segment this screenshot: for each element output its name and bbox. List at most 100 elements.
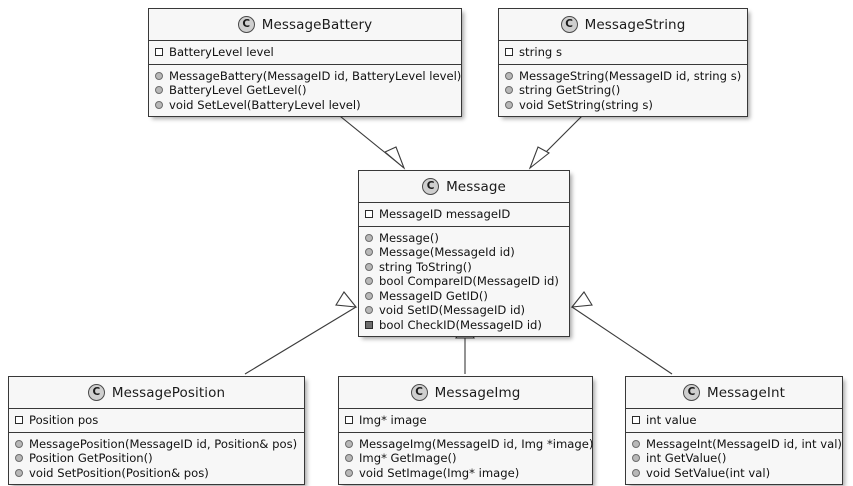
field-row: Position pos [9,413,304,428]
method-text: MessageBattery(MessageID id, BatteryLeve… [169,68,462,83]
method-row: bool CheckID(MessageID id) [359,318,569,333]
field-row: BatteryLevel level [149,45,461,60]
arrowhead-message-string [528,146,550,170]
class-methods-message-string: MessageString(MessageID id, string s) st… [499,64,747,116]
class-fields-message-int: int value [626,409,842,433]
class-badge-icon: C [422,178,440,195]
class-box-message-img[interactable]: C MessageImg Img* image MessageImg(Messa… [338,376,593,485]
method-text: void SetValue(int val) [646,465,771,480]
class-badge-icon: C [560,16,578,33]
field-row: int value [626,413,842,428]
public-method-icon [155,86,163,95]
class-box-message-string[interactable]: C MessageString string s MessageString(M… [498,8,748,117]
class-methods-message-img: MessageImg(MessageID id, Img *image) Img… [339,432,594,484]
class-methods-message-battery: MessageBattery(MessageID id, BatteryLeve… [149,64,462,116]
method-row: void SetID(MessageID id) [359,303,569,318]
public-method-icon [15,439,23,448]
method-text: MessagePosition(MessageID id, Position& … [29,436,298,451]
method-row: int GetValue() [626,451,842,466]
private-field-icon [155,48,163,57]
class-title-message-position: C MessagePosition [9,377,304,409]
public-method-icon [365,248,373,257]
method-row: string GetString() [499,83,747,98]
arrowhead-message-position [335,291,358,308]
method-text: int GetValue() [646,451,727,465]
public-method-icon [365,277,373,286]
class-badge-icon: C [87,384,105,401]
field-row: string s [499,45,747,60]
method-row: bool CompareID(MessageID id) [359,274,569,289]
method-text: bool CheckID(MessageID id) [379,317,542,332]
method-text: MessageImg(MessageID id, Img *image) [359,436,594,451]
method-text: void SetImage(Img* image) [359,465,520,480]
arrowhead-message-battery [383,146,406,170]
edge-message-battery-to-message [329,107,405,169]
method-text: void SetString(string s) [519,97,653,112]
class-fields-message-string: string s [499,41,747,65]
class-methods-message: Message() Message(MessageId id) string T… [359,226,569,336]
class-name: MessageBattery [261,16,373,33]
field-text: BatteryLevel level [169,45,274,59]
class-name: MessageInt [707,384,785,401]
method-text: void SetPosition(Position& pos) [29,465,209,480]
class-badge-icon: C [683,384,700,401]
class-fields-message-battery: BatteryLevel level [149,41,461,65]
method-text: void SetLevel(BatteryLevel level) [169,97,361,112]
method-row: Message(MessageId id) [359,245,569,260]
class-badge-icon: C [237,16,255,33]
method-row: void SetPosition(Position& pos) [9,466,304,481]
public-method-icon [155,100,163,109]
public-method-icon [365,291,373,300]
method-text: Message() [379,230,439,245]
class-name: Message [446,178,506,195]
method-text: MessageInt(MessageID id, int val) [646,436,842,451]
class-methods-message-int: MessageInt(MessageID id, int val) int Ge… [626,432,842,484]
method-text: MessageID GetID() [379,288,488,303]
edge-message-position-to-message [244,306,357,375]
class-box-message-battery[interactable]: C MessageBattery BatteryLevel level Mess… [148,8,462,117]
class-title-message: C Message [359,171,569,203]
method-row: Message() [359,231,569,246]
method-row: void SetLevel(BatteryLevel level) [149,98,461,113]
field-row: Img* image [339,413,592,428]
method-row: void SetImage(Img* image) [339,466,592,481]
public-method-icon [15,468,23,477]
public-method-icon [345,454,353,463]
method-row: MessageString(MessageID id, string s) [499,69,747,84]
public-method-icon [15,454,23,463]
public-method-icon [505,100,513,109]
method-text: BatteryLevel GetLevel() [169,83,307,97]
public-method-icon [155,71,163,80]
method-text: string ToString() [379,259,472,274]
class-fields-message-position: Position pos [9,409,304,433]
class-name: MessagePosition [111,384,226,401]
public-method-icon [505,86,513,95]
private-field-icon [15,416,23,425]
public-method-icon [365,306,373,315]
method-row: void SetString(string s) [499,98,747,113]
method-text: void SetID(MessageID id) [379,303,526,317]
class-name: MessageString [584,16,686,33]
edge-message-string-to-message [529,107,591,169]
field-text: MessageID messageID [379,207,511,221]
method-row: BatteryLevel GetLevel() [149,83,461,98]
class-box-message[interactable]: C Message MessageID messageID Message() … [358,170,570,337]
class-box-message-int[interactable]: C MessageInt int value MessageInt(Messag… [625,376,843,485]
class-box-message-position[interactable]: C MessagePosition Position pos MessagePo… [8,376,305,485]
public-method-icon [505,71,513,80]
edge-message-int-to-message [571,306,673,375]
method-row: Img* GetImage() [339,451,592,466]
private-field-icon [505,48,513,57]
method-row: MessageImg(MessageID id, Img *image) [339,436,594,452]
field-text: Position pos [29,413,99,427]
method-text: Message(MessageId id) [379,245,515,259]
field-text: Img* image [359,413,427,427]
class-methods-message-position: MessagePosition(MessageID id, Position& … [9,432,304,484]
public-method-icon [345,439,353,448]
arrowhead-message-int [570,291,593,308]
public-method-icon [632,454,640,463]
method-row: Position GetPosition() [9,451,304,466]
method-row: void SetValue(int val) [626,466,842,481]
class-title-message-int: C MessageInt [626,377,842,409]
